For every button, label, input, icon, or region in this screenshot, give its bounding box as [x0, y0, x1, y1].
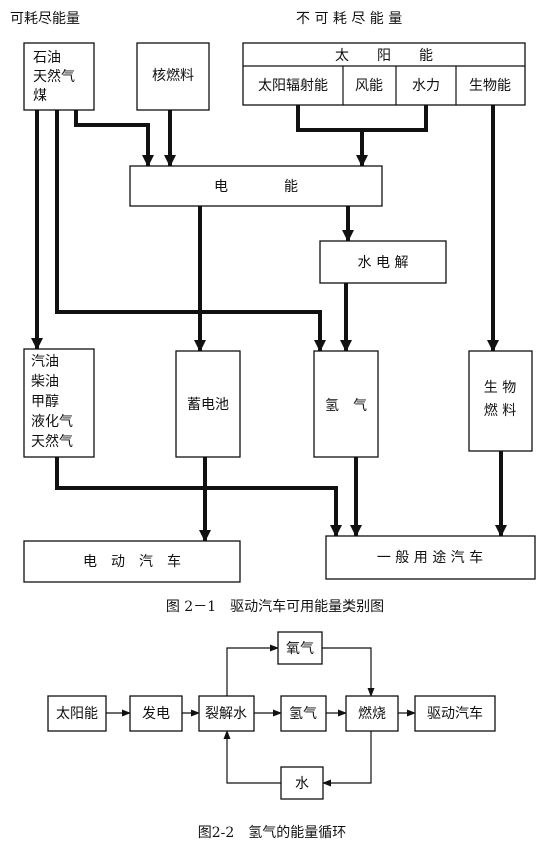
battery-box — [175, 350, 241, 458]
cycle-split-water-box — [198, 695, 255, 732]
cycle-solar-box — [47, 695, 107, 732]
fossil-oil: 石油 — [33, 50, 61, 66]
hydrogen-label: 氢 气 — [325, 398, 367, 414]
liquid-fuels-box — [23, 348, 95, 458]
battery-label: 蓄电池 — [187, 397, 229, 413]
solar-energy-box — [242, 42, 526, 106]
fuel-natural-gas: 天然气 — [31, 433, 73, 450]
biofuel-line-1: 生 物 — [484, 380, 516, 396]
electricity-box — [129, 165, 383, 207]
electrolysis-label: 水 电 解 — [358, 255, 409, 271]
cycle-combustion-label: 燃烧 — [358, 705, 386, 722]
electric-car-label: 电 动 汽 车 — [83, 553, 181, 570]
solar-energy-label: 太 阳 能 — [335, 48, 433, 64]
figure1-caption: 图 2－1 驱动汽车可用能量类别图 — [166, 598, 384, 615]
bio-energy-label: 生物能 — [469, 78, 511, 94]
hydro-power-label: 水力 — [412, 78, 440, 94]
fossil-fuel-box — [23, 42, 95, 111]
header-inexhaustible: 不 可 耗 尽 能 量 — [296, 11, 402, 27]
biofuel-box — [468, 350, 533, 452]
electric-car-box — [23, 540, 241, 583]
wind-energy-label: 风能 — [355, 78, 383, 94]
general-car-label: 一 般 用 途 汽 车 — [377, 549, 483, 566]
nuclear-fuel-label: 核燃料 — [152, 67, 194, 84]
cycle-water-label: 水 — [295, 776, 309, 792]
electricity-label: 电 能 — [214, 179, 298, 195]
fossil-coal: 煤 — [33, 88, 47, 104]
fuel-lpg: 液化气 — [31, 414, 73, 430]
biofuel-line-2: 燃 料 — [484, 402, 516, 419]
cycle-oxygen-label: 氧气 — [286, 641, 314, 657]
figure2-caption: 图2-2 氢气的能量循环 — [198, 825, 347, 841]
cycle-hydrogen-box — [280, 695, 327, 732]
solar-radiation-label: 太阳辐射能 — [258, 78, 328, 94]
cycle-generate-box — [129, 695, 183, 732]
arrow-liquid-to-general-car — [55, 457, 342, 537]
arrow-water-to-split — [223, 730, 281, 784]
arrow-split-to-oxygen — [226, 644, 279, 696]
arrow-fossil-to-hydrogen — [55, 110, 326, 352]
fuel-diesel: 柴油 — [31, 374, 59, 390]
cycle-generate-label: 发电 — [142, 706, 170, 722]
cycle-water-box — [280, 766, 324, 800]
arrow-solar-to-electricity — [296, 105, 428, 166]
cycle-solar-label: 太阳能 — [56, 706, 98, 722]
electrolysis-box — [319, 240, 447, 284]
cycle-combustion-box — [345, 695, 399, 732]
cycle-split-water-label: 裂解水 — [205, 706, 247, 722]
cycle-drive-car-label: 驱动汽车 — [427, 705, 483, 722]
fuel-methanol: 甲醇 — [31, 393, 59, 410]
nuclear-fuel-box — [136, 42, 210, 111]
arrow-fossil-to-electricity — [74, 110, 154, 167]
fuel-gasoline: 汽油 — [31, 354, 59, 370]
hydrogen-box — [313, 350, 379, 458]
header-exhaustible: 可耗尽能量 — [10, 11, 80, 27]
fossil-gas: 天然气 — [33, 68, 75, 85]
cycle-hydrogen-label: 氢气 — [289, 706, 317, 722]
cycle-oxygen-box — [277, 631, 323, 665]
thick-arrows — [31, 105, 507, 542]
cycle-drive-car-box — [414, 695, 496, 732]
cycle-arrows — [106, 644, 416, 787]
arrow-combustion-to-water — [322, 731, 372, 787]
general-car-box — [325, 535, 536, 580]
arrow-oxygen-to-combustion — [322, 647, 375, 697]
